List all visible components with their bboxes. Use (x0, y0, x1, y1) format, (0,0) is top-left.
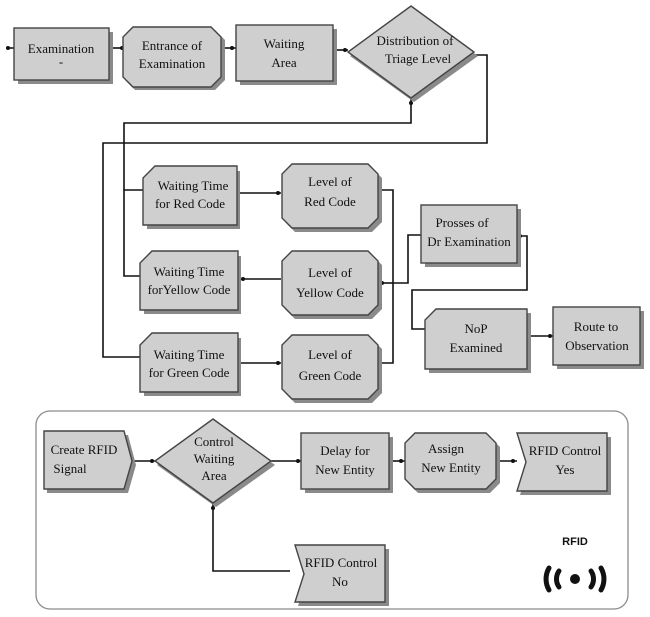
rfid-panel-frame (35, 410, 629, 610)
assign-new-entity-block: Assign New Entity (404, 432, 500, 493)
nop-label-1: NoP (464, 321, 487, 336)
examination-block: Examination - (13, 27, 113, 84)
level-yellow-label-1: Level of (308, 265, 352, 280)
nop-label-2: Examined (450, 340, 503, 355)
create-rfid-label-2: Signal (53, 461, 87, 476)
level-green-label-2: Green Code (299, 368, 362, 383)
dr-exam-label-1: Prosses of (435, 215, 489, 230)
rfid-control-no-block: RFID Control No (294, 544, 389, 606)
rfid-yes-label-1: RFID Control (529, 443, 602, 458)
level-red: Level of Red Code (281, 163, 382, 232)
waiting-yellow-label-2: forYellow Code (148, 282, 231, 297)
rfid-logo: RFID (543, 536, 607, 593)
entrance-block: Entrance of Examination (122, 26, 225, 90)
rfid-control-yes-block: RFID Control Yes (516, 432, 611, 495)
create-rfid-label-1: Create RFID (51, 442, 118, 457)
control-label-2: Waiting (194, 451, 235, 466)
distribution-label-1: Distribution of (377, 33, 455, 48)
waiting-area-label-1: Waiting (264, 36, 305, 51)
create-rfid-signal-block: Create RFID Signal (43, 430, 136, 493)
waiting-green-label-1: Waiting Time (154, 347, 225, 362)
control-label-3: Area (201, 468, 226, 483)
waiting-area-label-2: Area (271, 55, 296, 70)
waiting-time-red: Waiting Time for Red Code (142, 165, 240, 229)
nop-examined-block: NoP Examined (424, 308, 531, 373)
rfid-no-label-2: No (332, 574, 348, 589)
distribution-decision: Distribution of Triage Level (346, 5, 478, 102)
entrance-label-1: Entrance of (142, 38, 203, 53)
delay-label-1: Delay for (320, 443, 370, 458)
delay-label-2: New Entity (315, 462, 375, 477)
rfid-yes-label-2: Yes (556, 462, 575, 477)
waiting-area-block: Waiting Area (235, 24, 337, 85)
rfid-no-label-1: RFID Control (305, 555, 378, 570)
assign-label-1: Assign (428, 441, 465, 456)
waiting-yellow-label-1: Waiting Time (154, 264, 225, 279)
level-green-label-1: Level of (308, 347, 352, 362)
waiting-red-label-2: for Red Code (155, 196, 225, 211)
examination-label: Examination (28, 41, 95, 56)
waiting-time-yellow: Waiting Time forYellow Code (139, 250, 241, 314)
dr-examination-block: Prosses of Dr Examination (420, 204, 521, 267)
delay-new-entity-block: Delay for New Entity (300, 432, 393, 493)
distribution-label-2: Triage Level (385, 51, 452, 66)
entrance-label-2: Examination (139, 56, 206, 71)
level-yellow: Level of Yellow Code (281, 250, 382, 319)
rfid-logo-text: RFID (562, 536, 588, 548)
level-yellow-label-2: Yellow Code (296, 285, 364, 300)
route-observation-block: Route to Observation (552, 306, 644, 369)
assign-label-2: New Entity (421, 460, 481, 475)
control-waiting-decision: Control Waiting Area (153, 418, 275, 507)
waiting-red-label-1: Waiting Time (158, 178, 229, 193)
level-green: Level of Green Code (281, 334, 382, 403)
dr-exam-label-2: Dr Examination (427, 234, 511, 249)
rfid-wave-icon (543, 565, 607, 593)
svg-text:-: - (59, 54, 63, 69)
route-label-1: Route to (574, 319, 618, 334)
waiting-time-green: Waiting Time for Green Code (139, 332, 241, 396)
level-red-label-2: Red Code (304, 194, 356, 209)
waiting-green-label-2: for Green Code (149, 365, 230, 380)
level-red-label-1: Level of (308, 174, 352, 189)
route-label-2: Observation (565, 338, 629, 353)
control-label-1: Control (194, 434, 234, 449)
